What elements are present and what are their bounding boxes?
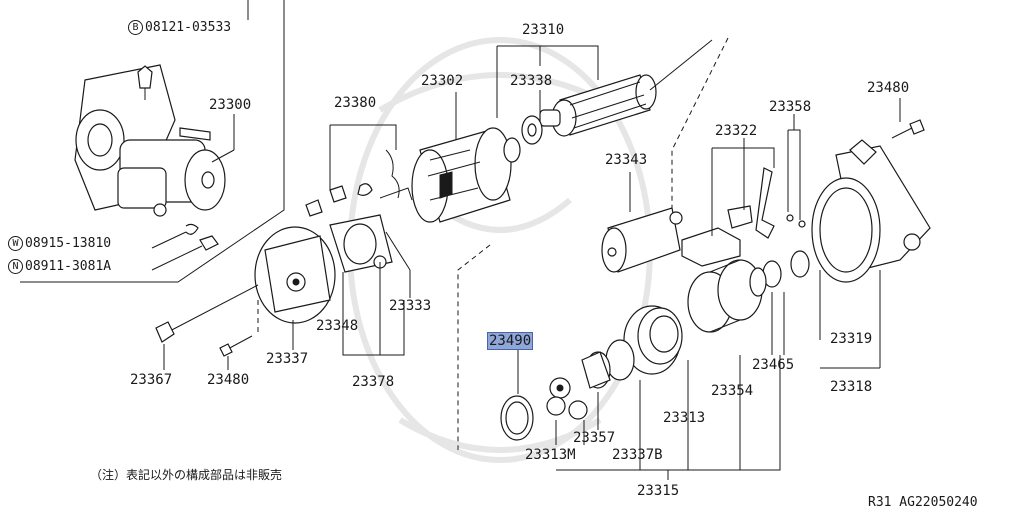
part-label-23380[interactable]: 23380 <box>334 95 377 111</box>
shift-lever-23322-drawing <box>681 167 775 267</box>
yoke-23302-drawing <box>411 127 512 223</box>
carrier-23357-drawing <box>581 351 611 389</box>
brush-holder-23333-drawing <box>329 214 393 273</box>
armature-23310-drawing <box>539 39 713 137</box>
starter-assembly-drawing <box>74 64 226 217</box>
marker-b: B <box>128 20 143 35</box>
part-label-23480-upper[interactable]: 23480 <box>867 80 910 96</box>
part-label-23322[interactable]: 23322 <box>715 123 758 139</box>
part-label-23337[interactable]: 23337 <box>266 351 309 367</box>
footnote-not-sold-separately: （注）表記以外の構成部品は非販売 <box>90 468 283 482</box>
part-label-23343[interactable]: 23343 <box>605 152 648 168</box>
part-label-23367[interactable]: 23367 <box>130 372 173 388</box>
part-label-23338[interactable]: 23338 <box>510 73 553 89</box>
part-label-23378[interactable]: 23378 <box>352 374 395 390</box>
bearing-23338-drawing <box>503 115 543 163</box>
diagram-reference-code: R31 AG22050240 <box>868 495 978 510</box>
inset-border-line <box>20 0 285 283</box>
part-label-23313m[interactable]: 23313M <box>525 447 576 463</box>
part-label-23348[interactable]: 23348 <box>316 318 359 334</box>
part-label-23310[interactable]: 23310 <box>522 22 565 38</box>
clutch-23354-drawing <box>687 259 767 333</box>
internal-gear-23313-drawing <box>623 305 683 375</box>
part-label-23333[interactable]: 23333 <box>389 298 432 314</box>
part-label-23480-lower[interactable]: 23480 <box>207 372 250 388</box>
part-label-23337b[interactable]: 23337B <box>612 447 663 463</box>
part-label-23313[interactable]: 23313 <box>663 410 706 426</box>
part-label-23358[interactable]: 23358 <box>769 99 812 115</box>
front-housing-23319-drawing <box>811 139 931 283</box>
part-label-23315[interactable]: 23315 <box>637 483 680 499</box>
rear-cover-23337-drawing <box>254 226 336 324</box>
planet-gears-23313m-drawing <box>546 377 588 420</box>
part-label-23318[interactable]: 23318 <box>830 379 873 395</box>
solenoid-23343-drawing <box>601 207 683 273</box>
marker-n: N <box>8 259 23 274</box>
brushes-23380-drawing <box>305 149 413 217</box>
part-label-23300[interactable]: 23300 <box>209 97 252 113</box>
through-bolt-23367-drawing <box>155 284 259 343</box>
rings-23465-drawing <box>762 250 810 288</box>
part-label-23319[interactable]: 23319 <box>830 331 873 347</box>
part-label-23302[interactable]: 23302 <box>421 73 464 89</box>
part-label-23490-highlighted[interactable]: 23490 <box>486 332 534 350</box>
part-label-23357[interactable]: 23357 <box>573 430 616 446</box>
part-label-23465[interactable]: 23465 <box>752 357 795 373</box>
washer-w <box>185 223 199 235</box>
washer-23490-drawing <box>500 395 534 441</box>
nut-n <box>199 235 219 251</box>
part-label-23354[interactable]: 23354 <box>711 383 754 399</box>
bolt-23480-lower-drawing <box>219 335 253 357</box>
bolt-23480-upper-drawing <box>891 119 925 139</box>
marker-w: W <box>8 236 23 251</box>
